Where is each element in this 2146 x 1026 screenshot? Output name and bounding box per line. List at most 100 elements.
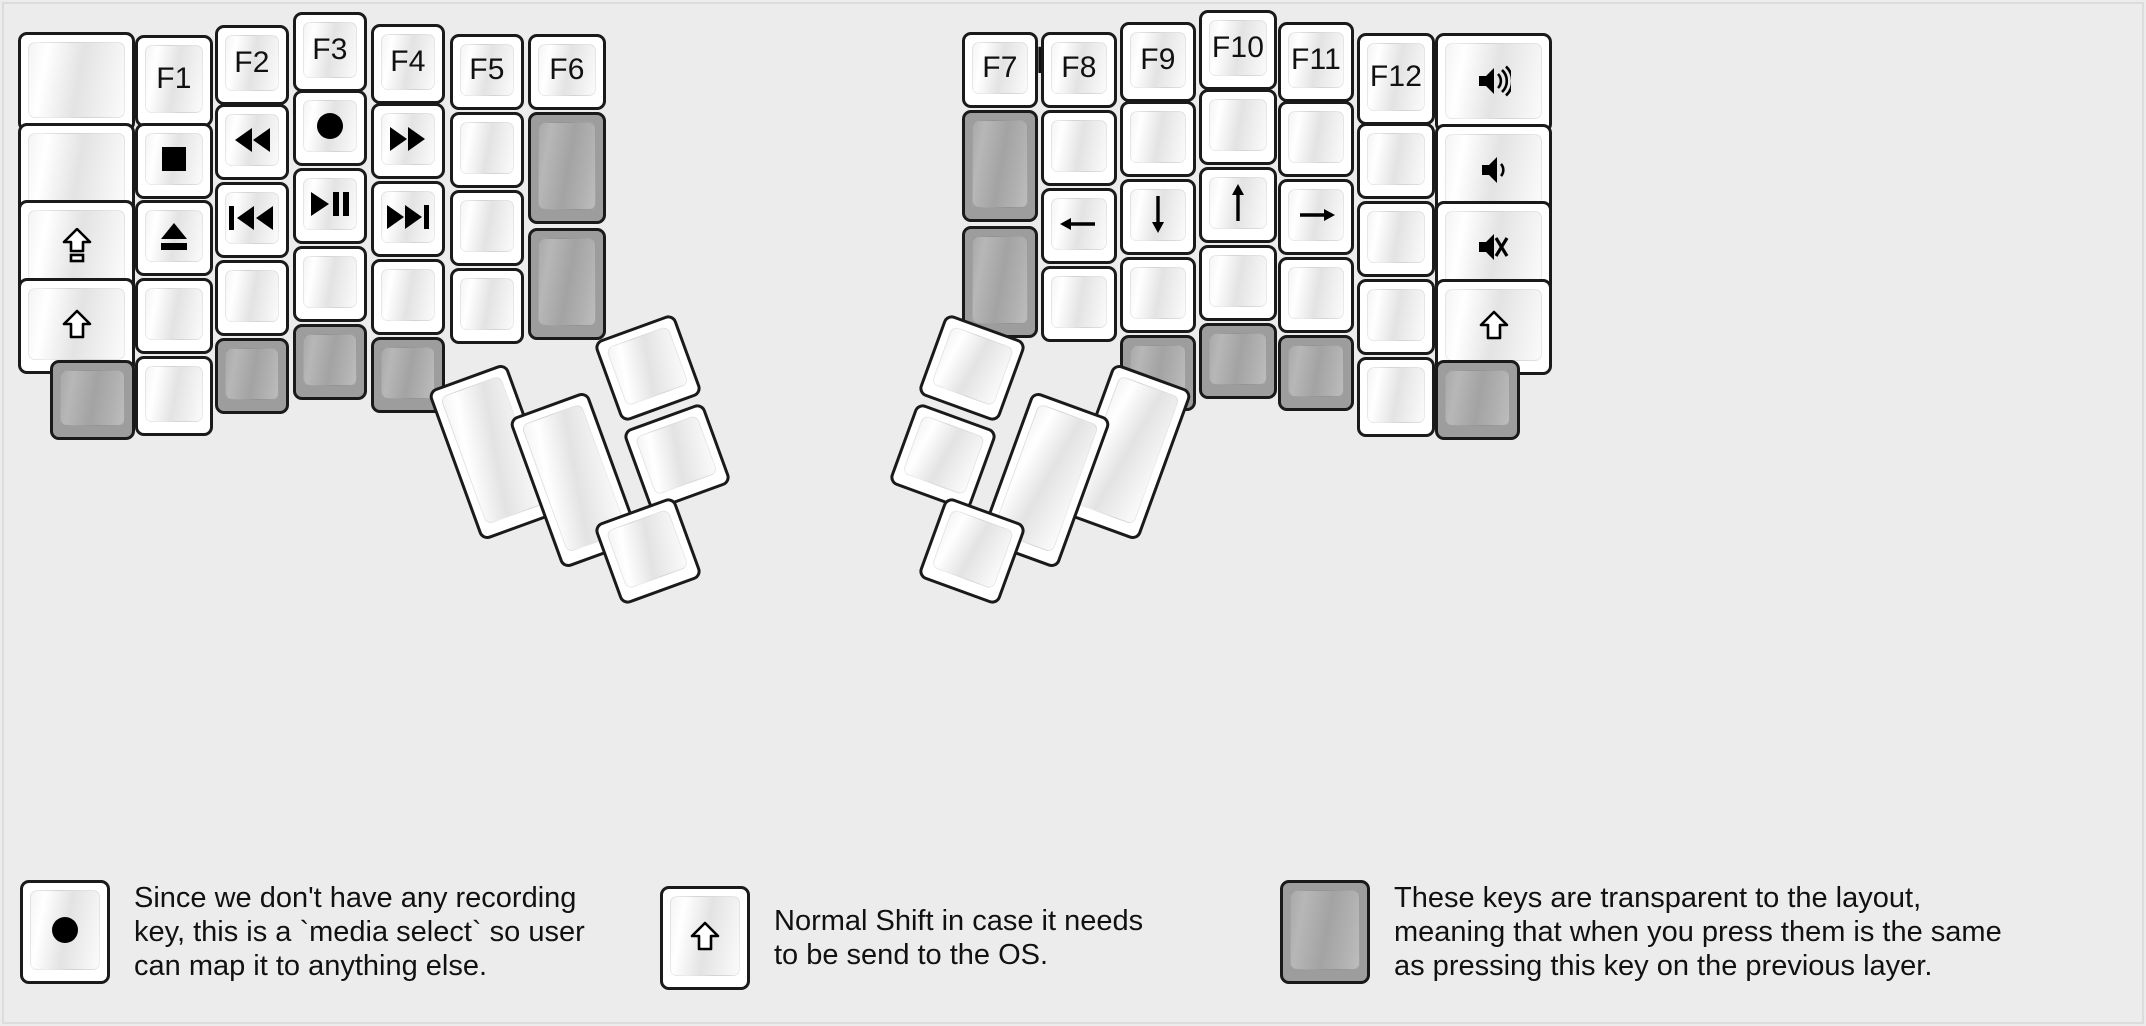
keycap-face — [1288, 267, 1344, 319]
key-R-c5-r2[interactable] — [1278, 101, 1354, 177]
key-L-c2-r4[interactable] — [135, 278, 213, 354]
key-L-c2-r1[interactable]: F1 — [135, 35, 213, 127]
key-L-c1-r1[interactable] — [18, 32, 135, 132]
keycap-face — [1130, 111, 1186, 163]
record-dot-icon — [50, 915, 80, 945]
shift-arrow-icon — [62, 309, 92, 340]
key-L-c5-r2[interactable] — [371, 103, 445, 179]
key-L-c5-r1[interactable]: F4 — [371, 24, 445, 104]
key-R-c6-r4[interactable] — [1357, 279, 1435, 355]
key-R-c4-r4[interactable] — [1199, 245, 1277, 321]
key-L-c5-r5[interactable] — [371, 337, 445, 413]
keycap-face — [1209, 99, 1267, 151]
keycap-face — [538, 122, 596, 210]
legend-key-legend1[interactable] — [20, 880, 110, 984]
key-L-c3-r2[interactable] — [215, 104, 289, 180]
key-R-c3-r3[interactable] — [1120, 179, 1196, 255]
keycap-face — [303, 100, 357, 152]
key-L-c1-r4[interactable] — [18, 278, 135, 374]
key-R-c6-r5[interactable] — [1357, 357, 1435, 437]
keycap-face: F3 — [303, 22, 357, 78]
keycap-face — [225, 348, 279, 400]
legend-item-1: Since we don't have any recording key, t… — [20, 880, 585, 984]
legend-swatch-3 — [1280, 880, 1370, 984]
key-L-c2-r3[interactable] — [135, 200, 213, 276]
keycap-face — [931, 508, 1015, 590]
key-R-c6-r1[interactable]: F12 — [1357, 33, 1435, 125]
key-R-c2-r3[interactable] — [1041, 188, 1117, 264]
key-L-c3-r4[interactable] — [215, 260, 289, 336]
key-L-c7-r1[interactable]: F6 — [528, 34, 606, 110]
arrow-left-icon — [1059, 213, 1099, 235]
key-L-c2-r2[interactable] — [135, 123, 213, 199]
key-label: F6 — [549, 53, 585, 86]
mute-icon — [1477, 231, 1510, 263]
key-R-c2-r1[interactable]: F8 — [1041, 32, 1117, 108]
key-L-c6-r4[interactable] — [450, 268, 524, 344]
key-L-c7-r2[interactable] — [528, 112, 606, 224]
caps-shift-icon — [62, 228, 92, 264]
key-R-c5-r5[interactable] — [1278, 335, 1354, 411]
key-R-c6-r3[interactable] — [1357, 201, 1435, 277]
keycap-face — [1288, 189, 1344, 241]
legend-text-3: These keys are transparent to the layout… — [1394, 881, 2002, 983]
key-R-c4-r5[interactable] — [1199, 323, 1277, 399]
legend-key-legend2[interactable] — [660, 886, 750, 990]
key-R-c2-r4[interactable] — [1041, 266, 1117, 342]
key-label: F3 — [312, 33, 348, 66]
key-R-c5-r1[interactable]: F11 — [1278, 22, 1354, 102]
key-L-c7-r3[interactable] — [528, 228, 606, 340]
keycap-face — [225, 270, 279, 322]
keycap-face: F12 — [1367, 43, 1425, 111]
fast-forward-icon — [388, 125, 428, 153]
legend-key-legend3[interactable] — [1280, 880, 1370, 984]
key-L-c4-r4[interactable] — [293, 246, 367, 322]
keycap-face: F2 — [225, 35, 279, 91]
keycap-face — [303, 178, 357, 230]
key-R-c7-r5[interactable] — [1435, 360, 1520, 440]
key-thumb-L-t4[interactable] — [621, 401, 733, 513]
key-R-c1-r2[interactable] — [962, 110, 1038, 222]
keycap-face — [381, 113, 435, 165]
key-L-c5-r3[interactable] — [371, 181, 445, 257]
key-L-c3-r1[interactable]: F2 — [215, 25, 289, 105]
key-thumb-R-t4[interactable] — [887, 401, 999, 513]
key-L-c6-r2[interactable] — [450, 112, 524, 188]
key-L-c3-r5[interactable] — [215, 338, 289, 414]
key-R-c4-r2[interactable] — [1199, 89, 1277, 165]
keycap-face: F4 — [381, 34, 435, 90]
keycap-face — [28, 288, 125, 360]
key-R-c4-r1[interactable]: F10 — [1199, 10, 1277, 90]
key-R-c5-r4[interactable] — [1278, 257, 1354, 333]
key-R-c1-r1[interactable]: F7 — [962, 32, 1038, 108]
key-L-c4-r5[interactable] — [293, 324, 367, 400]
keycap-face: F1 — [145, 45, 203, 113]
keycap-face — [1209, 177, 1267, 229]
keycap-face — [28, 133, 125, 205]
key-L-c4-r1[interactable]: F3 — [293, 12, 367, 92]
keycap-face: F7 — [972, 42, 1028, 94]
key-R-c3-r2[interactable] — [1120, 101, 1196, 177]
key-L-c6-r3[interactable] — [450, 190, 524, 266]
key-L-c5-r4[interactable] — [371, 259, 445, 335]
key-L-c1-r5[interactable] — [50, 360, 135, 440]
key-R-c6-r2[interactable] — [1357, 123, 1435, 199]
keycap-face — [303, 334, 357, 386]
key-L-c2-r5[interactable] — [135, 356, 213, 436]
key-R-c3-r1[interactable]: F9 — [1120, 22, 1196, 102]
keycap-face — [145, 366, 203, 422]
key-L-c4-r3[interactable] — [293, 168, 367, 244]
key-R-c5-r3[interactable] — [1278, 179, 1354, 255]
key-R-c7-r4[interactable] — [1435, 279, 1552, 375]
key-R-c3-r4[interactable] — [1120, 257, 1196, 333]
key-label: F8 — [1061, 51, 1097, 84]
key-R-c1-r3[interactable] — [962, 226, 1038, 338]
key-R-c4-r3[interactable] — [1199, 167, 1277, 243]
key-L-c3-r3[interactable] — [215, 182, 289, 258]
key-L-c6-r1[interactable]: F5 — [450, 34, 524, 110]
keycap-face — [145, 133, 203, 185]
keycap-face — [303, 256, 357, 308]
key-R-c2-r2[interactable] — [1041, 110, 1117, 186]
key-L-c4-r2[interactable] — [293, 90, 367, 166]
key-R-c7-r1[interactable] — [1435, 33, 1552, 133]
